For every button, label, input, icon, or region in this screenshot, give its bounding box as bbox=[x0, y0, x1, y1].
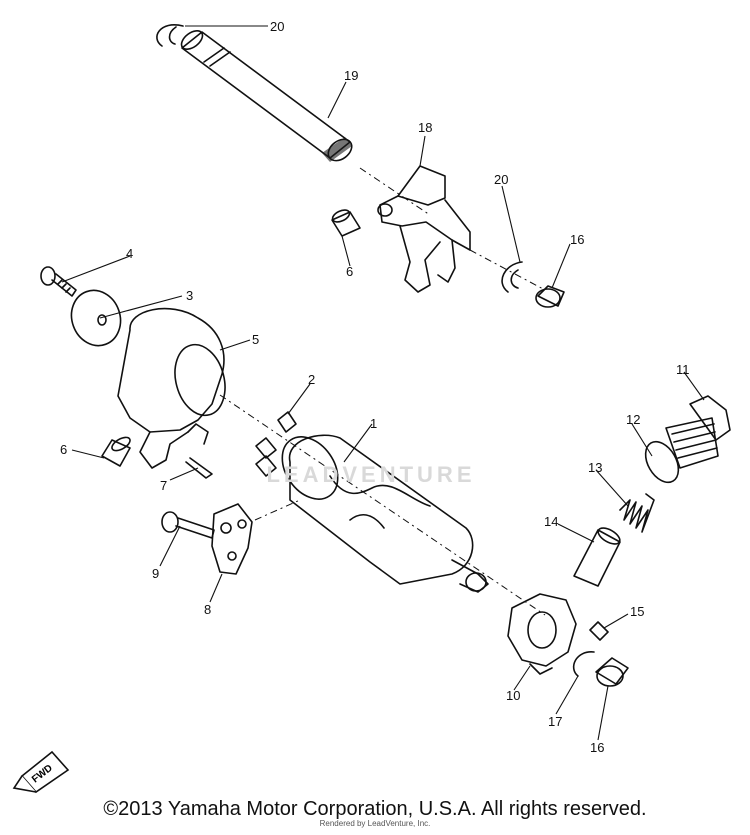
cap-part-16-bottom bbox=[595, 657, 629, 687]
guide-pin-part-6-left bbox=[101, 436, 131, 467]
screw-part-4 bbox=[40, 266, 77, 297]
callout-7: 7 bbox=[160, 478, 167, 493]
gasket-part-12 bbox=[644, 440, 680, 484]
cotter-pin-part-7 bbox=[185, 457, 213, 479]
circlip-part-20-top bbox=[156, 24, 184, 47]
callout-18: 18 bbox=[418, 120, 432, 135]
washer-plate-part-3 bbox=[70, 289, 122, 347]
axis-line-drum bbox=[219, 394, 546, 616]
pin-part-15 bbox=[589, 621, 609, 641]
callout-13: 13 bbox=[588, 460, 602, 475]
callout-17: 17 bbox=[548, 714, 562, 729]
callout-20-right: 20 bbox=[494, 172, 508, 187]
callout-10: 10 bbox=[506, 688, 520, 703]
callout-19: 19 bbox=[344, 68, 358, 83]
callout-5: 5 bbox=[252, 332, 259, 347]
guide-pin-part-6-top bbox=[331, 209, 361, 237]
callout-4: 4 bbox=[126, 246, 133, 261]
callout-6-top: 6 bbox=[346, 264, 353, 279]
segment-part-10 bbox=[507, 593, 577, 675]
callout-3: 3 bbox=[186, 288, 193, 303]
guide-bar-part-19 bbox=[180, 30, 353, 162]
forward-arrow-icon: FWD bbox=[12, 750, 70, 794]
shift-fork-part-5 bbox=[117, 307, 226, 469]
callout-14: 14 bbox=[544, 514, 558, 529]
callout-1: 1 bbox=[370, 416, 377, 431]
callout-15: 15 bbox=[630, 604, 644, 619]
callout-11: 11 bbox=[676, 362, 690, 377]
shift-fork-part-18 bbox=[377, 165, 471, 293]
callout-12: 12 bbox=[626, 412, 640, 427]
watermark-text: LEADVENTURE bbox=[266, 462, 476, 487]
circlip-part-20-right bbox=[501, 261, 523, 293]
copyright-notice: ©2013 Yamaha Motor Corporation, U.S.A. A… bbox=[103, 798, 647, 820]
circlip-part-17 bbox=[572, 651, 595, 677]
callout-16-top: 16 bbox=[570, 232, 584, 247]
shift-drum-part-1 bbox=[281, 434, 489, 593]
plunger-part-14 bbox=[573, 527, 621, 587]
callout-2: 2 bbox=[308, 372, 315, 387]
bolt-part-9 bbox=[161, 511, 215, 539]
callout-20-top: 20 bbox=[270, 19, 284, 34]
axis-line-shift-shaft bbox=[359, 167, 431, 216]
stopper-plate-part-8 bbox=[211, 503, 253, 575]
callout-16-bottom: 16 bbox=[590, 740, 604, 755]
callout-9: 9 bbox=[152, 566, 159, 581]
callout-8: 8 bbox=[204, 602, 211, 617]
dowel-pins-part-2 bbox=[255, 411, 297, 477]
cap-part-16-top bbox=[535, 285, 565, 308]
spring-part-13 bbox=[619, 493, 655, 533]
rendered-by-note: Rendered by LeadVenture, Inc. bbox=[319, 819, 431, 828]
callout-6-left: 6 bbox=[60, 442, 67, 457]
plug-part-11 bbox=[665, 395, 731, 469]
